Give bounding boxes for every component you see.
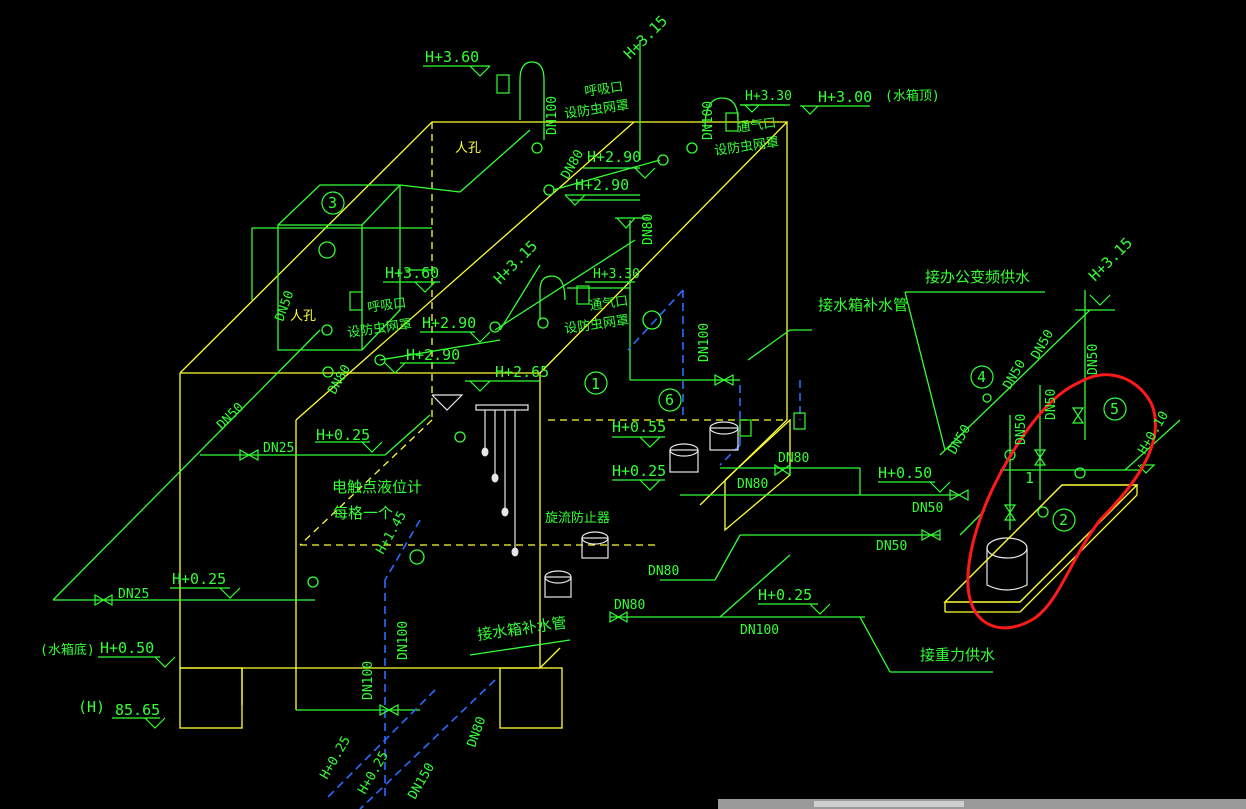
label-circ5: 5	[1110, 400, 1119, 418]
label-h050-a: H+0.50	[100, 639, 154, 657]
label-backflow: 旋流防止器	[545, 510, 610, 526]
label-dn80-e: DN80	[737, 477, 768, 492]
label-h360-top: H+3.60	[425, 48, 479, 66]
label-dn100-c: DN100	[697, 323, 712, 362]
equipment	[431, 394, 1028, 598]
label-level-gauge: 电触点液位计	[332, 478, 422, 496]
label-dn80-g: DN80	[614, 598, 645, 613]
label-dn100-f: DN100	[740, 623, 779, 638]
label-h025-c: H+0.25	[172, 570, 226, 588]
label-h300-top: H+3.00	[818, 88, 872, 106]
label-dn50-h: DN50	[1086, 344, 1101, 375]
label-vent-mid: 通气口	[588, 293, 629, 314]
label-h025-b: H+0.25	[612, 462, 666, 480]
label-circ3: 3	[328, 194, 337, 212]
label-h330-top: H+3.30	[745, 89, 792, 104]
label-h025-e: H+0.25	[355, 749, 391, 797]
label-dn50-c: DN50	[912, 501, 943, 516]
label-h330-mid: H+3.30	[593, 267, 640, 282]
label-h055: H+0.55	[612, 418, 666, 436]
label-h290-c: H+2.90	[422, 314, 476, 332]
label-h050-b: H+0.50	[878, 464, 932, 482]
label-manhole-a: 人孔	[455, 141, 481, 156]
label-gravity-supply: 接重力供水	[920, 646, 995, 664]
label-h315-right: H+3.15	[1085, 234, 1136, 285]
label-dn50-i: DN50	[1044, 389, 1059, 420]
label-h025-d: H+0.25	[317, 734, 353, 782]
label-dn100-d: DN100	[396, 621, 411, 660]
label-dn50-e: DN50	[945, 422, 974, 457]
label-manhole-b: 人孔	[290, 309, 316, 324]
label-breath-top: 呼吸口	[583, 80, 624, 100]
label-dn25-a: DN25	[263, 441, 294, 456]
drain-lines	[324, 289, 801, 809]
label-h8565: 85.65	[115, 701, 160, 719]
label-office-supply: 接办公变频供水	[925, 268, 1030, 286]
label-h315-top: H+3.15	[620, 12, 671, 63]
label-h025-a: H+0.25	[316, 426, 370, 444]
label-dn150: DN150	[405, 761, 438, 802]
label-each-one: 每格一个	[333, 504, 393, 522]
label-mesh-top: 设防虫网罩	[563, 97, 630, 122]
label-dn50-d: DN50	[876, 539, 907, 554]
label-vent-top: 通气口	[736, 115, 777, 136]
manhole-box	[277, 129, 531, 351]
label-h315-mid: H+3.15	[490, 237, 541, 288]
label-circ2: 2	[1059, 511, 1068, 529]
label-dn100-a: DN100	[545, 96, 560, 135]
label-circ4: 4	[977, 368, 986, 386]
label-dn50-b: DN50	[214, 400, 247, 433]
label-dn80-d: DN80	[778, 451, 809, 466]
pipe-markers	[307, 142, 1086, 588]
valves	[94, 373, 1085, 717]
label-h265: H+2.65	[495, 363, 549, 381]
label-dn100-b: DN100	[701, 101, 716, 140]
label-dn80-h: DN80	[465, 715, 490, 750]
status-bar-field	[814, 801, 964, 807]
label-mesh-mid: 设防虫网罩	[346, 316, 413, 341]
label-dn100-e: DN100	[361, 661, 376, 700]
label-dn80-b: DN80	[641, 214, 656, 245]
red-highlight-loop	[966, 373, 1157, 630]
label-dn50-g: DN50	[1028, 327, 1057, 362]
label-supply-pipe-top: 接水箱补水管	[818, 296, 908, 314]
label-circ1: 1	[591, 375, 600, 393]
label-tank-bottom: (水箱底)	[40, 642, 95, 658]
label-dn50-j: DN50	[1014, 414, 1029, 445]
label-dn80-f: DN80	[648, 564, 679, 579]
status-bar	[718, 799, 1246, 809]
label-h025-f: H+0.25	[758, 586, 812, 604]
label-h290-b: H+2.90	[575, 176, 629, 194]
callout-circles	[321, 191, 1127, 532]
label-tank-top: (水箱顶)	[885, 88, 940, 104]
label-h290-a: H+2.90	[587, 148, 641, 166]
label-h290-d: H+2.90	[406, 346, 460, 364]
label-dn50-f: DN50	[1000, 357, 1029, 392]
label-h360-mid: H+3.60	[385, 264, 439, 282]
label-breath-mid: 呼吸口	[366, 296, 407, 316]
label-supply-pipe-bottom: 接水箱补水管	[476, 614, 568, 644]
mesh-caps	[349, 74, 806, 437]
label-mesh-top2: 设防虫网罩	[713, 134, 780, 159]
label-dn25-b: DN25	[118, 587, 149, 602]
label-h-mark: (H)	[78, 698, 105, 716]
labels: H+3.60 H+3.15 呼吸口 设防虫网罩 H+3.30 H+3.00 (水…	[40, 12, 1172, 802]
label-num1-right: 1	[1025, 469, 1034, 487]
level-marks	[98, 65, 1155, 729]
label-circ6: 6	[665, 391, 674, 409]
